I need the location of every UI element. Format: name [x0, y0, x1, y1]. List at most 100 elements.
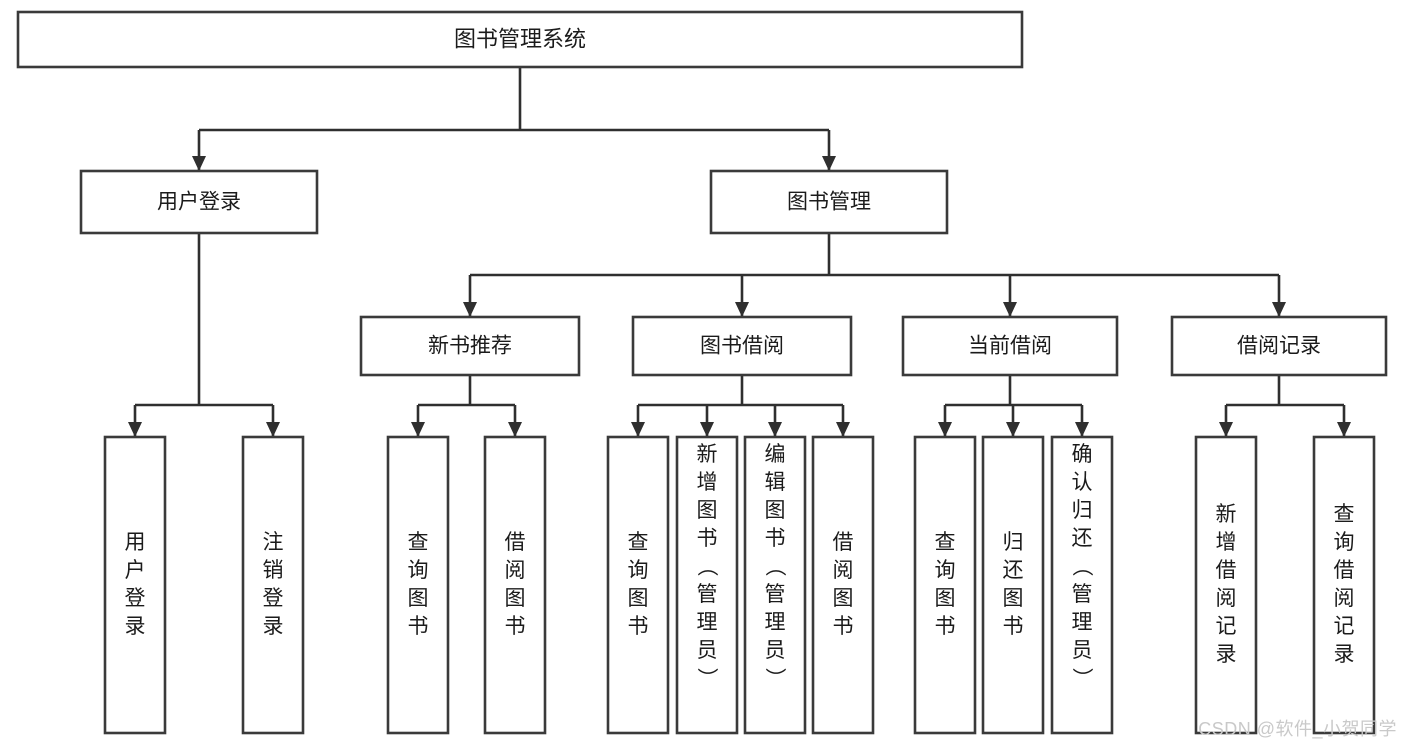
- leaf-node-10-确认归还管理员-label-char: 理: [1072, 611, 1093, 634]
- level3-node-当前借阅[interactable]: 当前借阅: [901, 315, 1119, 377]
- level3-node-当前借阅-rect: [901, 315, 1119, 377]
- leaf-node-10-确认归还管理员-label-char: ）: [1070, 668, 1093, 689]
- leaf-node-3-借阅图书-rect: [483, 435, 547, 735]
- arrow-head: [938, 422, 952, 437]
- leaf-node-12-查询借阅记录-label-char: 查: [1334, 503, 1355, 526]
- leaf-node-12-查询借阅记录-label-char: 记: [1334, 615, 1355, 638]
- leaf-node-5-新增图书管理员-label-char: 管: [697, 583, 718, 606]
- level2-node-图书管理[interactable]: 图书管理: [709, 169, 949, 235]
- arrow-head: [266, 422, 280, 437]
- level3-node-图书借阅-rect: [631, 315, 853, 377]
- level2-node-用户登录-rect: [79, 169, 319, 235]
- leaf-node-9-归还图书-label-char: 书: [1003, 615, 1024, 638]
- leaf-node-11-新增借阅记录-label-char: 录: [1216, 643, 1237, 666]
- leaf-node-9-归还图书-rect: [981, 435, 1045, 735]
- leaf-node-11-新增借阅记录-label-char: 阅: [1216, 587, 1237, 610]
- level2-node-图书管理-label: 图书管理: [787, 191, 871, 214]
- leaf-node-6-编辑图书管理员-label-char: 理: [765, 611, 786, 634]
- leaf-node-5-新增图书管理员-label-char: 书: [697, 527, 718, 550]
- leaf-node-6-编辑图书管理员-label-char: 员: [765, 639, 786, 662]
- level3-node-图书借阅-label: 图书借阅: [700, 335, 784, 358]
- arrow-head: [508, 422, 522, 437]
- arrow-head: [631, 422, 645, 437]
- arrow-head: [1272, 302, 1286, 317]
- leaf-node-8-查询图书-label-char: 查: [935, 531, 956, 554]
- leaf-node-11-新增借阅记录-label-char: 新: [1216, 503, 1237, 526]
- leaf-node-5-新增图书管理员-label-char: 理: [697, 611, 718, 634]
- leaf-node-12-查询借阅记录-rect: [1312, 435, 1376, 735]
- leaf-node-2-查询图书-rect: [386, 435, 450, 735]
- leaf-node-8-查询图书-label-char: 图: [935, 587, 956, 610]
- leaf-node-1-注销登录-label-char: 录: [263, 615, 284, 638]
- leaf-node-0-用户登录-rect: [103, 435, 167, 735]
- level3-node-新书推荐-label: 新书推荐: [428, 335, 512, 358]
- leaf-node-11-新增借阅记录-label-char: 记: [1216, 615, 1237, 638]
- leaf-node-11-新增借阅记录-label-char: 增: [1216, 531, 1237, 554]
- leaf-node-1-注销登录-label-char: 登: [263, 587, 284, 610]
- leaf-node-10-确认归还管理员-label-char: 确: [1072, 443, 1093, 466]
- leaf-node-6-编辑图书管理员-label-char: ）: [763, 668, 786, 689]
- arrow-head: [768, 422, 782, 437]
- leaf-node-5-新增图书管理员-label-char: 员: [697, 639, 718, 662]
- leaf-node-4-查询图书-label-char: 图: [628, 587, 649, 610]
- leaf-node-5-新增图书管理员-rect: [675, 435, 739, 735]
- leaf-node-7-借阅图书-label-char: 借: [833, 531, 854, 554]
- leaf-node-5-新增图书管理员-label-char: 图: [697, 499, 718, 522]
- arrow-head: [1075, 422, 1089, 437]
- leaf-node-1-注销登录-label-char: 销: [263, 559, 284, 582]
- leaf-node-7-借阅图书-label-char: 书: [833, 615, 854, 638]
- level3-node-新书推荐-rect: [359, 315, 581, 377]
- level3-node-新书推荐[interactable]: 新书推荐: [359, 315, 581, 377]
- leaf-node-6-编辑图书管理员-rect: [743, 435, 807, 735]
- leaf-node-0-用户登录-label-char: 录: [125, 615, 146, 638]
- leaf-node-2-查询图书-label-char: 图: [408, 587, 429, 610]
- leaf-node-5-新增图书管理员-label-char: 新: [697, 443, 718, 466]
- leaf-node-1-注销登录-rect: [241, 435, 305, 735]
- leaf-node-6-编辑图书管理员-label-char: （: [763, 556, 786, 577]
- level3-node-当前借阅-label: 当前借阅: [968, 335, 1052, 358]
- watermark-text: CSDN @软件_小贺同学: [1198, 719, 1397, 739]
- leaf-node-12-查询借阅记录-label-char: 询: [1334, 531, 1355, 554]
- arrow-head: [735, 302, 749, 317]
- leaf-node-2-查询图书-label-char: 询: [408, 559, 429, 582]
- leaf-node-0-用户登录[interactable]: 用户登录: [103, 435, 167, 735]
- leaf-node-12-查询借阅记录-label-char: 借: [1334, 559, 1355, 582]
- level2-node-用户登录[interactable]: 用户登录: [79, 169, 319, 235]
- level3-node-借阅记录[interactable]: 借阅记录: [1170, 315, 1388, 377]
- leaf-node-12-查询借阅记录-label-char: 阅: [1334, 587, 1355, 610]
- arrow-head: [463, 302, 477, 317]
- leaf-node-10-确认归还管理员-label-char: （: [1070, 556, 1093, 577]
- leaf-node-11-新增借阅记录-label-char: 借: [1216, 559, 1237, 582]
- root-node-图书管理系统[interactable]: 图书管理系统: [16, 10, 1024, 69]
- leaf-node-10-确认归还管理员-label-char: 员: [1072, 639, 1093, 662]
- leaf-node-4-查询图书-label-char: 查: [628, 531, 649, 554]
- node-layer: 图书管理系统用户登录图书管理新书推荐图书借阅当前借阅借阅记录用户登录注销登录查询…: [16, 10, 1388, 735]
- leaf-node-8-查询图书-rect: [913, 435, 977, 735]
- arrow-head: [1337, 422, 1351, 437]
- leaf-node-3-借阅图书-label-char: 阅: [505, 559, 526, 582]
- arrow-head: [1006, 422, 1020, 437]
- arrow-head: [128, 422, 142, 437]
- level2-node-图书管理-rect: [709, 169, 949, 235]
- leaf-node-0-用户登录-label-char: 登: [125, 587, 146, 610]
- arrow-head: [411, 422, 425, 437]
- level3-node-图书借阅[interactable]: 图书借阅: [631, 315, 853, 377]
- root-node-图书管理系统-label: 图书管理系统: [454, 26, 586, 51]
- leaf-node-5-新增图书管理员-label-char: （: [695, 556, 718, 577]
- leaf-node-6-编辑图书管理员-label-char: 编: [765, 443, 786, 466]
- leaf-node-7-借阅图书-label-char: 图: [833, 587, 854, 610]
- leaf-node-10-确认归还管理员-label-char: 管: [1072, 583, 1093, 606]
